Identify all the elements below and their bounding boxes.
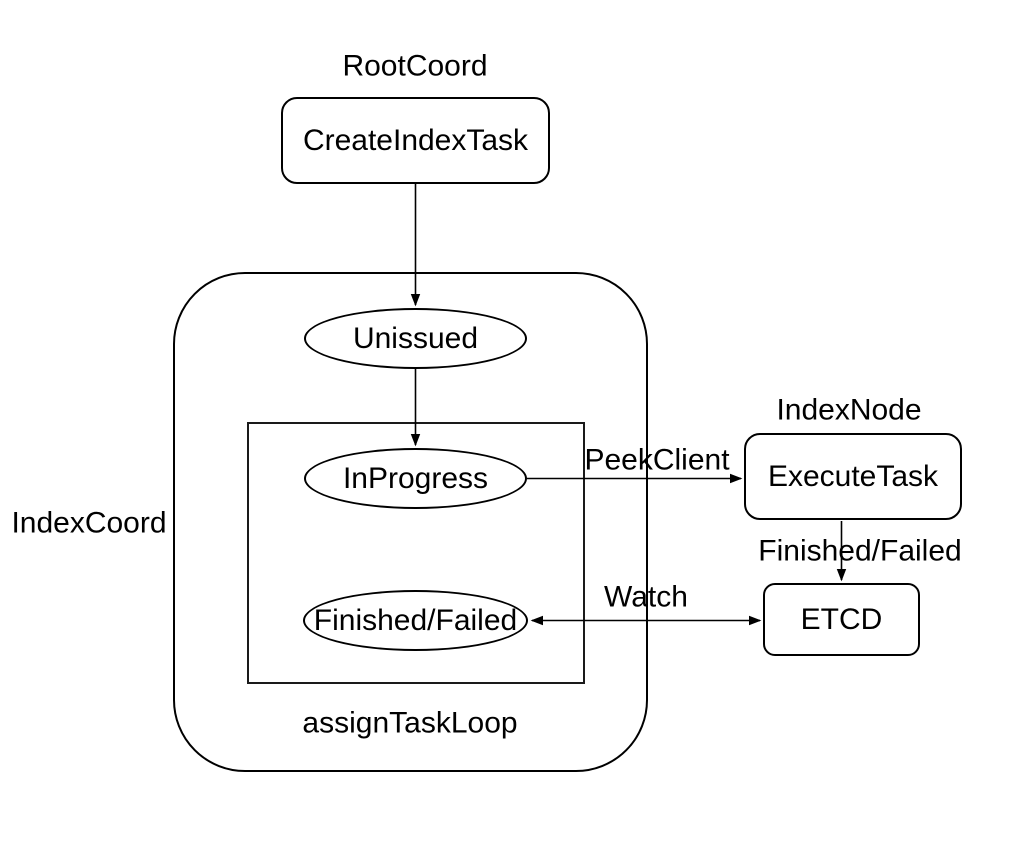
finished-failed-edge-label: Finished/Failed [758,534,962,568]
create-index-task-node: CreateIndexTask [281,97,550,184]
unissued-label: Unissued [352,322,479,355]
execute-task-label: ExecuteTask [767,460,939,493]
etcd-label: ETCD [800,603,883,636]
assign-task-loop-label: assignTaskLoop [302,706,518,740]
unissued-state-node: Unissued [304,308,527,369]
index-coord-group-label: IndexCoord [11,506,167,540]
index-coord-container [173,272,648,772]
etcd-node: ETCD [763,583,920,656]
execute-task-node: ExecuteTask [744,433,962,520]
peek-client-edge-label: PeekClient [584,443,730,477]
index-node-group-label: IndexNode [776,393,922,427]
watch-edge-label: Watch [604,580,688,614]
create-index-task-label: CreateIndexTask [302,124,529,157]
finished-failed-label: Finished/Failed [313,604,518,637]
finished-failed-state-node: Finished/Failed [303,590,528,651]
in-progress-label: InProgress [342,462,489,495]
root-coord-group-label: RootCoord [342,49,488,83]
in-progress-state-node: InProgress [304,448,527,509]
